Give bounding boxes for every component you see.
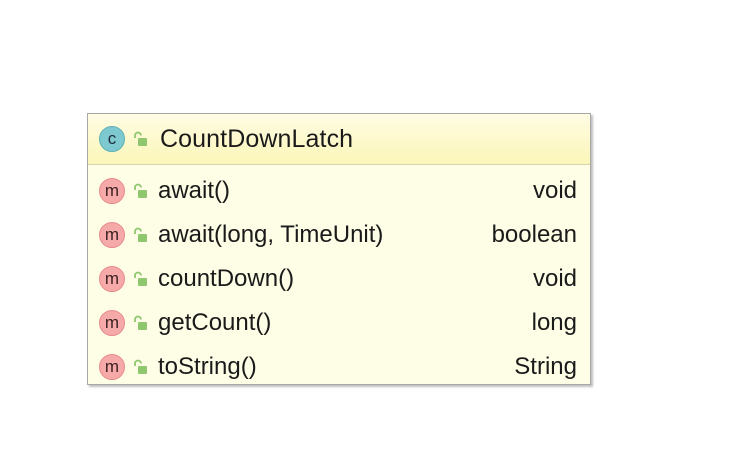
method-icon: m [99,178,125,204]
member-row[interactable]: m getCount() long [88,301,590,345]
public-lock-icon [134,131,147,146]
member-row[interactable]: m countDown() void [88,257,590,301]
class-header[interactable]: c CountDownLatch [88,114,590,165]
uml-class-box[interactable]: c CountDownLatch m await() void m await(… [87,113,591,385]
method-icon: m [99,266,125,292]
method-icon: m [99,310,125,336]
return-type: String [514,353,577,380]
public-lock-icon [134,359,147,374]
method-name: toString() [158,353,257,380]
member-row[interactable]: m await() void [88,169,590,213]
return-type: boolean [491,221,577,248]
method-icon: m [99,354,125,380]
class-name: CountDownLatch [160,124,354,153]
public-lock-icon [134,227,147,242]
method-name: await(long, TimeUnit) [158,221,384,248]
members-list: m await() void m await(long, TimeUnit) b… [88,165,590,389]
method-name: await() [158,177,231,204]
member-row[interactable]: m toString() String [88,345,590,389]
method-name: countDown() [158,265,295,292]
method-icon: m [99,222,125,248]
public-lock-icon [134,315,147,330]
return-type: void [532,177,577,204]
return-type: void [532,265,577,292]
public-lock-icon [134,271,147,286]
public-lock-icon [134,183,147,198]
class-icon: c [99,126,125,152]
return-type: long [531,309,577,336]
member-row[interactable]: m await(long, TimeUnit) boolean [88,213,590,257]
method-name: getCount() [158,309,272,336]
